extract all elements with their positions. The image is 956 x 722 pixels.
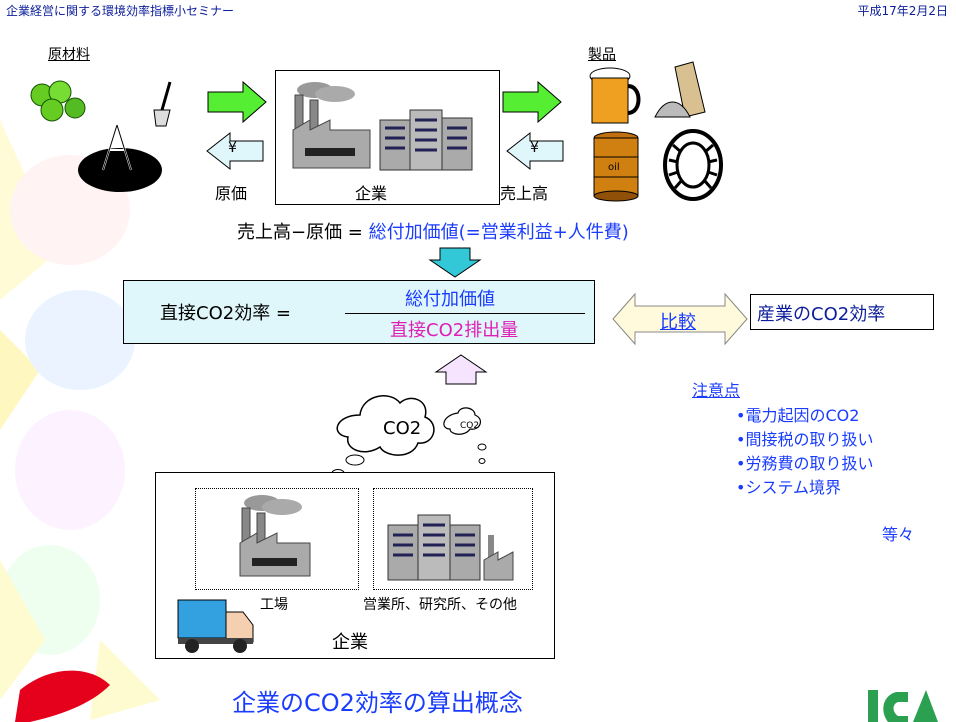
- beer-mug-icon: [589, 67, 641, 124]
- bottom-company-label: 企業: [332, 632, 368, 653]
- input-arrow: [207, 80, 267, 124]
- office-area: [373, 488, 533, 590]
- office-buildings-icon: [387, 514, 514, 581]
- fraction-bar: [345, 313, 585, 314]
- lca-logo-icon: [868, 690, 938, 722]
- yen-right: ¥: [530, 140, 539, 156]
- truck-icon: [177, 599, 254, 653]
- efficiency-formula-box: [123, 280, 595, 344]
- compare-arrow: [612, 292, 748, 346]
- output-arrow: [502, 80, 562, 124]
- note-item: •システム境界: [736, 478, 841, 497]
- down-arrow: [428, 247, 482, 278]
- slide-title: 企業のCO2効率の算出概念: [232, 689, 523, 717]
- factory-icon: [239, 495, 311, 577]
- factory-icon: [292, 82, 371, 169]
- oil-text: oil: [608, 162, 620, 173]
- seminar-title: 企業経営に関する環境効率指標小セミナー: [6, 4, 235, 18]
- value-added-formula: 売上高−原価 = 総付加価値(=営業利益+人件費): [237, 218, 629, 244]
- oil-drum-icon: [593, 131, 639, 202]
- efficiency-denominator: 直接CO2排出量: [390, 320, 519, 341]
- cloud-co2-small: CO2: [460, 421, 480, 431]
- offices-label: 営業所、研究所、その他: [363, 597, 517, 613]
- cement-bag-icon: [654, 61, 706, 118]
- up-arrow: [434, 354, 488, 385]
- note-item: •労務費の取り扱い: [736, 454, 874, 473]
- yen-arrow-left: [206, 131, 264, 171]
- yen-left: ¥: [228, 140, 237, 156]
- industry-efficiency-label: 産業のCO2効率: [757, 304, 886, 325]
- seminar-date: 平成17年2月2日: [857, 4, 948, 18]
- company-label-top: 企業: [355, 184, 388, 203]
- raw-materials-label: 原材料: [48, 47, 90, 63]
- note-item: •間接税の取り扱い: [736, 430, 874, 449]
- office-buildings-icon: [379, 109, 473, 171]
- note-item: •電力起因のCO2: [736, 406, 860, 425]
- shovel-icon: [153, 81, 172, 127]
- factory-area: [195, 488, 359, 590]
- notes-etc: 等々: [882, 525, 915, 544]
- formula-prefix: 売上高−原価 =: [237, 222, 369, 243]
- products-label: 製品: [588, 47, 616, 63]
- tire-icon: [663, 129, 723, 201]
- value-added-text: 総付加価値(=営業利益+人件費): [368, 222, 629, 243]
- co2-thought-cloud: [317, 395, 487, 485]
- sales-label: 売上高: [500, 184, 549, 203]
- cost-label: 原価: [215, 184, 248, 203]
- industry-efficiency-box: [750, 294, 934, 330]
- yen-arrow-right: [506, 131, 564, 171]
- efficiency-numerator: 総付加価値: [405, 289, 495, 310]
- oil-well-icon: [78, 124, 162, 192]
- efficiency-lhs: 直接CO2効率 =: [160, 303, 291, 324]
- notes-heading: 注意点: [692, 381, 741, 400]
- hops-icon: [30, 80, 86, 122]
- cloud-co2-big: CO2: [383, 418, 422, 439]
- factory-label: 工場: [260, 597, 288, 613]
- compare-label: 比較: [660, 312, 696, 333]
